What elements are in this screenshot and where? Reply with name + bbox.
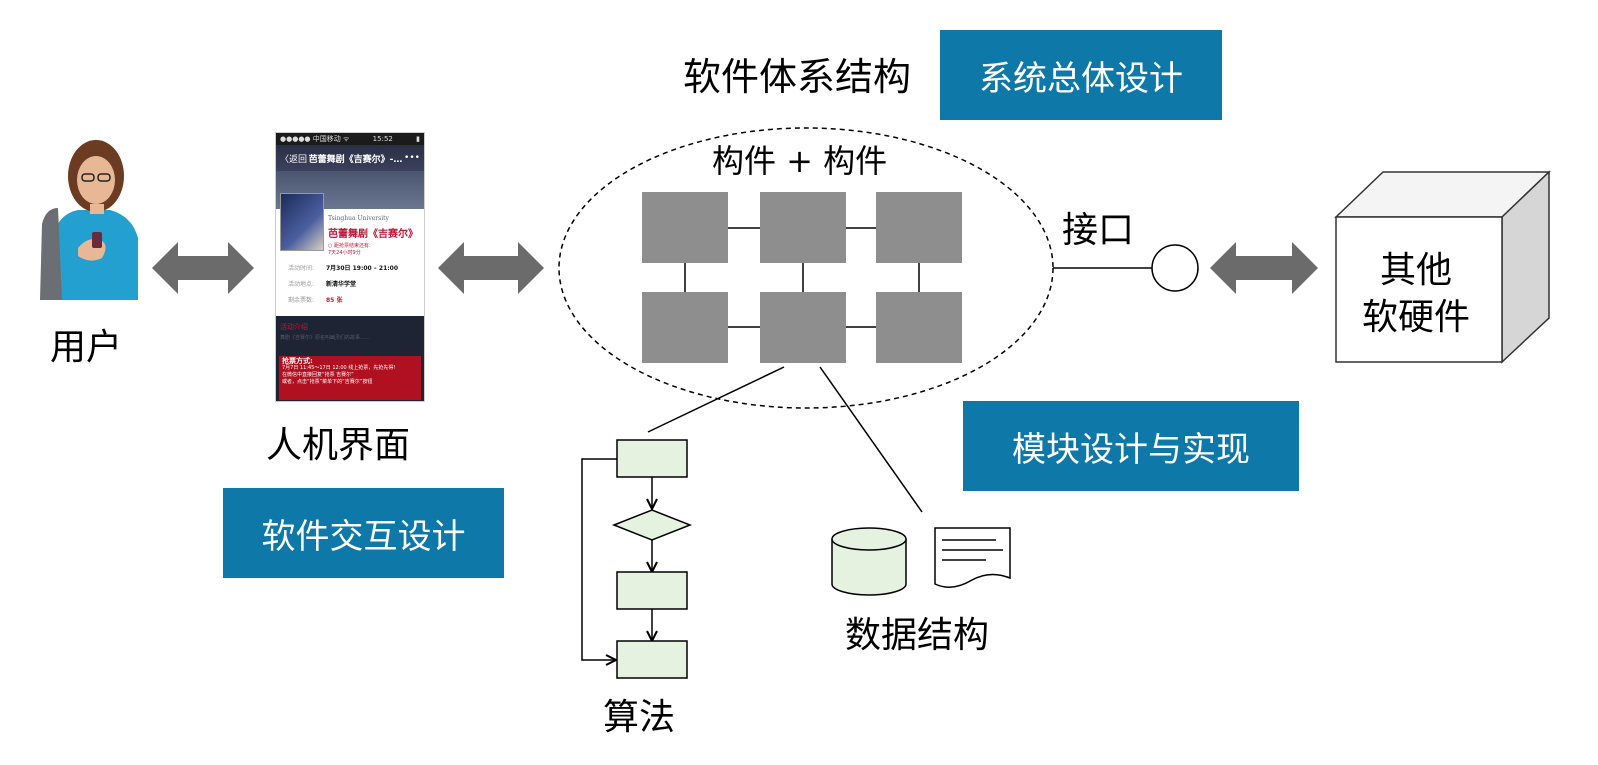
user-photo — [38, 128, 150, 300]
detail-row: 活动时间: 7月30日 19:00 – 21:00 — [288, 263, 420, 272]
carrier-text: ●●●●● 中国移动 ᯤ — [280, 135, 350, 143]
rule-line: 7月7日 11:45～17日 12:00 线上抢票，先抢先得! — [282, 365, 396, 371]
phone-page-title: 芭蕾舞剧《吉赛尔》-… — [308, 154, 403, 165]
module-design-box: 模块设计与实现 — [963, 401, 1299, 491]
database-cylinder-icon — [831, 527, 907, 596]
show-info: Tsinghua University 芭蕾舞剧《吉赛尔》 ○ 距抢票结束还有:… — [276, 209, 424, 257]
phone-screenshot: ●●●●● 中国移动 ᯤ 15:52 ▮ 〈返回 芭蕾舞剧《吉赛尔》-… •••… — [276, 133, 424, 401]
intro-section: 活动介绍 舞剧《吉赛尔》原名叫幽灵们的故事…… 抢票方式: 7月7日 11:45… — [276, 316, 424, 401]
flow-step — [616, 571, 688, 610]
event-details: 活动时间: 7月30日 19:00 – 21:00 活动地点: 新清华学堂 剩余… — [276, 257, 424, 304]
double-arrow-icon — [1210, 242, 1318, 294]
show-thumbnail — [280, 193, 324, 251]
detail-value: 新清华学堂 — [326, 281, 357, 288]
algorithm-label: 算法 — [603, 697, 676, 738]
user-label: 用户 — [50, 327, 123, 368]
show-title: 芭蕾舞剧《吉赛尔》 — [328, 229, 418, 240]
flow-step — [616, 640, 688, 679]
interface-label: 接口 — [1062, 210, 1135, 251]
data-structure-label: 数据结构 — [845, 615, 990, 656]
detail-key: 剩余票数: — [288, 297, 315, 304]
component-block — [642, 192, 728, 263]
interaction-design-box: 软件交互设计 — [223, 488, 504, 578]
double-arrow-icon — [152, 242, 254, 294]
link-to-data-structure — [819, 366, 923, 513]
ticket-rules: 抢票方式: 7月7日 11:45～17日 12:00 线上抢票，先抢先得! 在微… — [279, 356, 421, 400]
university-name: Tsinghua University — [328, 215, 389, 222]
double-arrow-icon — [438, 242, 544, 294]
phone-nav-bar: 〈返回 芭蕾舞剧《吉赛尔》-… ••• — [276, 145, 424, 171]
detail-row: 活动地点: 新清华学堂 — [288, 279, 420, 288]
countdown-label: ○ 距抢票结束还有: — [328, 243, 371, 249]
rules-heading: 抢票方式: — [282, 357, 313, 365]
phone-status-bar: ●●●●● 中国移动 ᯤ 15:52 ▮ — [276, 133, 424, 145]
intro-heading: 活动介绍 — [280, 323, 308, 331]
document-icon — [934, 527, 1011, 588]
interface-circle-icon — [1151, 244, 1199, 292]
algorithm-flowchart — [581, 439, 693, 679]
more-icon: ••• — [404, 153, 420, 163]
component-block — [876, 292, 962, 363]
back-button: 〈返回 — [280, 154, 308, 165]
cube-icon — [1334, 170, 1551, 364]
detail-key: 活动时间: — [288, 265, 315, 272]
component-block — [760, 192, 846, 263]
component-block — [876, 192, 962, 263]
battery-icon: ▮ — [416, 135, 420, 143]
detail-key: 活动地点: — [288, 281, 315, 288]
detail-value: 85 张 — [326, 297, 343, 304]
link-to-algorithm — [647, 366, 785, 433]
software-architecture-label: 软件体系结构 — [683, 55, 912, 99]
decision-diamond-icon — [611, 509, 693, 541]
component-block — [642, 292, 728, 363]
component-connectors — [684, 227, 920, 328]
rule-line: 在微信中直接回复“抢票 吉赛尔” — [282, 372, 354, 378]
system-design-box: 系统总体设计 — [940, 30, 1222, 120]
intro-text: 舞剧《吉赛尔》原名叫幽灵们的故事…… — [280, 335, 371, 341]
component-block — [760, 292, 846, 363]
flow-step — [616, 439, 688, 478]
detail-value: 7月30日 19:00 – 21:00 — [326, 265, 398, 272]
other-hw-label-line1: 其他 — [1380, 250, 1453, 291]
status-time: 15:52 — [372, 135, 393, 143]
rule-line: 或者，点击“抢票”菜单下的“吉赛尔”按钮 — [282, 379, 373, 385]
detail-row: 剩余票数: 85 张 — [288, 295, 420, 304]
countdown-value: 7天24小时9分 — [328, 250, 361, 256]
other-hw-label-line2: 软硬件 — [1362, 297, 1471, 338]
hci-label: 人机界面 — [266, 425, 411, 466]
components-label: 构件 + 构件 — [712, 142, 888, 180]
